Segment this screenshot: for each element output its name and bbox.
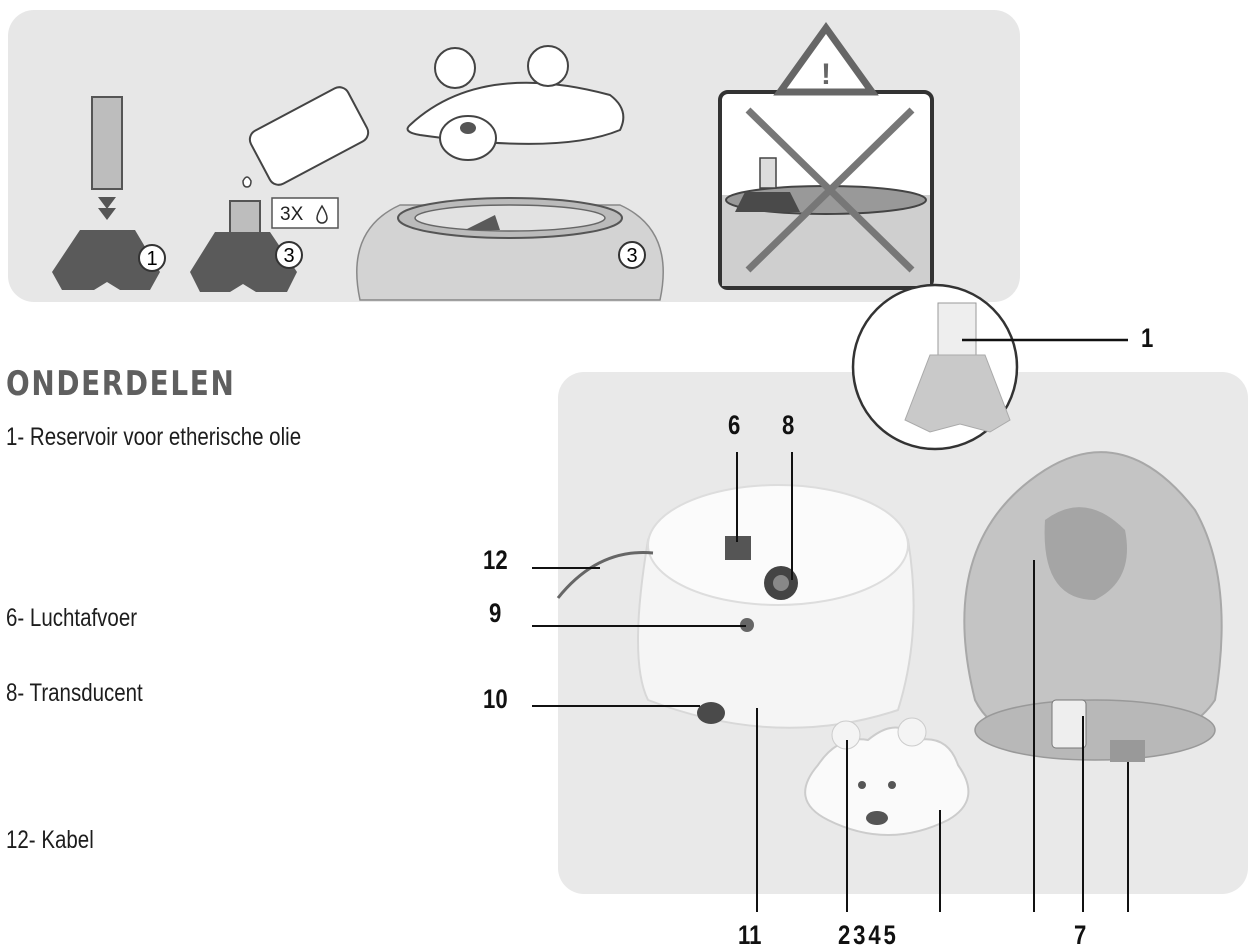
callout-12: 12 (483, 545, 508, 575)
knob-10 (697, 702, 725, 724)
step-1-illustration: 1 (52, 96, 166, 290)
product-bear-lid (804, 717, 970, 836)
indicator-9 (740, 618, 754, 632)
warning-illustration: ! (718, 22, 934, 290)
reservoir-base-shape (52, 230, 160, 290)
product-water-tank (963, 451, 1223, 762)
leader-lines (532, 452, 1129, 912)
step-3-number: 3 (626, 245, 637, 267)
callout-10: 10 (483, 684, 508, 714)
callout-2345: 2 3 4 5 (838, 920, 896, 950)
part-label-12: 12- Kabel (6, 826, 94, 854)
dosage-badge (271, 197, 339, 229)
drop-icon (316, 204, 328, 224)
drop-icon (242, 176, 252, 188)
step-3-circle (618, 241, 646, 269)
warning-symbol: ! (821, 58, 831, 91)
dosage-text: 3X (280, 204, 304, 225)
reservoir-closeup (851, 283, 1128, 451)
callout-11: 11 (738, 920, 762, 950)
step-2-number: 3 (283, 245, 294, 267)
part-label-8: 8- Transducent (6, 679, 143, 707)
oil-bottle (248, 86, 370, 186)
step-2-illustration: 3X 3 (190, 86, 370, 292)
step-1-number: 1 (146, 248, 157, 270)
tank-valve (1051, 699, 1087, 749)
callout-9: 9 (489, 598, 502, 628)
product-base-unit (556, 483, 915, 729)
part-label-1: 1- Reservoir voor etherische olie (6, 423, 302, 451)
callout-1: 1 (1141, 323, 1154, 353)
cross-out-icon (745, 107, 915, 273)
callout-7: 7 (1074, 920, 1087, 950)
callout-6: 6 (728, 410, 741, 440)
step-1-circle (138, 244, 166, 272)
callout-8: 8 (782, 410, 795, 440)
cable (556, 551, 654, 599)
part-label-6: 6- Luchtafvoer (6, 604, 138, 632)
step-3-illustration: 3 (356, 45, 664, 301)
step-2-circle (275, 241, 303, 269)
section-title: ONDERDELEN (6, 364, 236, 404)
warning-triangle-icon (773, 22, 879, 96)
